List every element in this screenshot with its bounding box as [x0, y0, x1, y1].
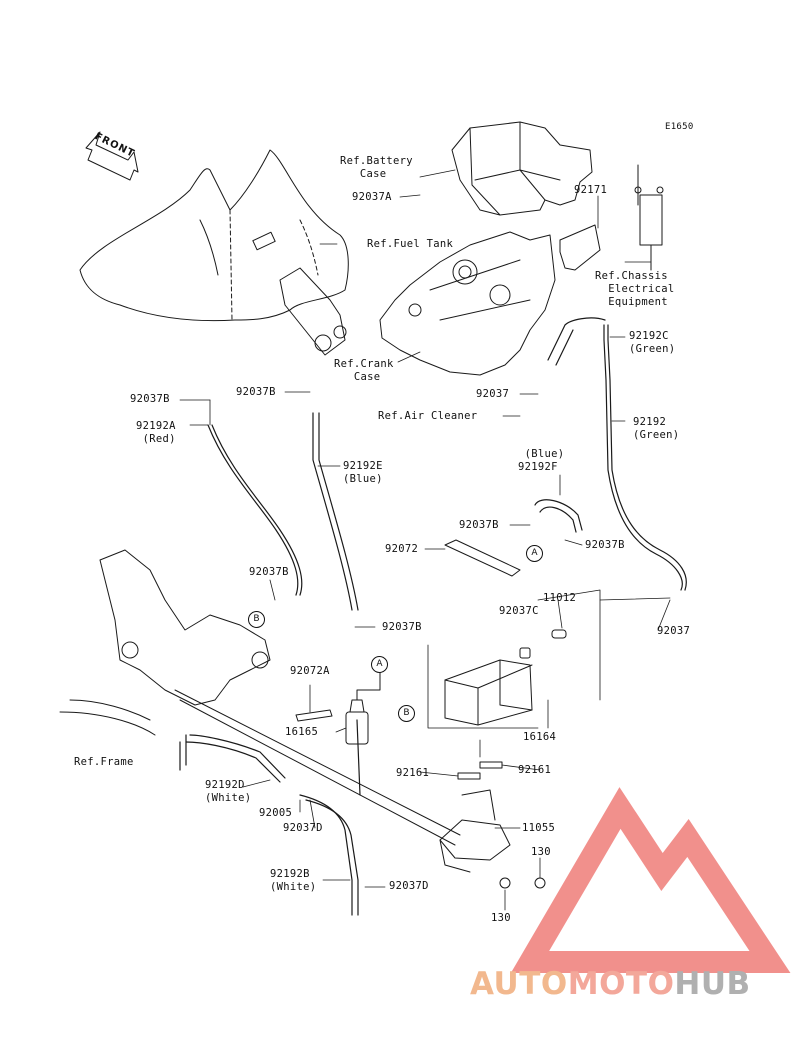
part-92037D-a: 92037D: [283, 822, 323, 834]
part-92192B: 92192B (White): [270, 868, 317, 893]
part-130-b: 130: [491, 912, 511, 924]
part-92192D: 92192D (White): [205, 779, 252, 804]
callout-b-right: B: [398, 705, 415, 722]
chassis-electrical-part: [634, 164, 664, 271]
watermark-part2: MOTO: [567, 966, 675, 1002]
ref-frame: Ref.Frame: [74, 756, 134, 768]
callout-a-lower: A: [371, 656, 388, 673]
battery-case-outline: [451, 121, 593, 216]
watermark-part3: HUB: [674, 966, 751, 1002]
part-92192E: 92192E (Blue): [343, 460, 383, 485]
frame-outline: [59, 549, 461, 846]
part-92037-top: 92037: [476, 388, 510, 400]
crank-case-outline: [379, 224, 601, 376]
part-92037A: 92037A: [352, 191, 392, 203]
part-92037B-low: 92037B: [249, 566, 289, 578]
watermark-part1: AUTO: [470, 966, 568, 1002]
part-92005: 92005: [259, 807, 293, 819]
part-92037C: 92037C: [499, 605, 539, 617]
ref-battery-case: Ref.Battery Case: [340, 155, 413, 180]
part-92171: 92171: [574, 184, 608, 196]
part-92072A: 92072A: [290, 665, 330, 677]
part-92037B-f1: 92037B: [459, 519, 499, 531]
part-92037B-mid: 92037B: [236, 386, 276, 398]
fuel-filter-outline: [345, 671, 381, 745]
part-92037-right: 92037: [657, 625, 691, 637]
part-16165: 16165: [285, 726, 319, 738]
watermark-text: AUTOMOTOHUB: [470, 966, 751, 1002]
leader-lines: [179, 169, 671, 911]
part-11012: 11012: [543, 592, 577, 604]
bracket-outline: [439, 789, 511, 873]
part-92192-green: 92192 (Green): [633, 416, 680, 441]
part-92192C: 92192C (Green): [629, 330, 676, 355]
part-92037B-f2: 92037B: [585, 539, 625, 551]
ref-chassis-electrical: Ref.Chassis Electrical Equipment: [595, 270, 675, 308]
hoses: [179, 317, 687, 916]
watermark-logo: [510, 787, 791, 973]
callout-b-left: B: [248, 611, 265, 628]
front-arrow-icon: [85, 131, 139, 181]
fuel-tank-outline: [79, 149, 349, 356]
part-92161-right: 92161: [518, 764, 552, 776]
canister-outline: [444, 659, 533, 726]
ref-fuel-tank: Ref.Fuel Tank: [367, 238, 454, 250]
ref-crank-case: Ref.Crank Case: [334, 358, 394, 383]
ref-air-cleaner: Ref.Air Cleaner: [378, 410, 478, 422]
part-92072: 92072: [385, 543, 419, 555]
part-16164: 16164: [523, 731, 557, 743]
diagram-code: E1650: [665, 122, 694, 132]
part-130-a: 130: [531, 846, 551, 858]
part-92192A: 92192A (Red): [136, 420, 176, 445]
part-92037D-b: 92037D: [389, 880, 429, 892]
callout-a-upper: A: [526, 545, 543, 562]
strap-92072: [444, 539, 521, 577]
strap-92072A: [295, 709, 333, 722]
part-92037B-filter: 92037B: [382, 621, 422, 633]
part-92161-left: 92161: [396, 767, 430, 779]
part-92192F: (Blue) 92192F: [518, 448, 565, 473]
part-11055: 11055: [522, 822, 556, 834]
part-92037B-left: 92037B: [130, 393, 170, 405]
